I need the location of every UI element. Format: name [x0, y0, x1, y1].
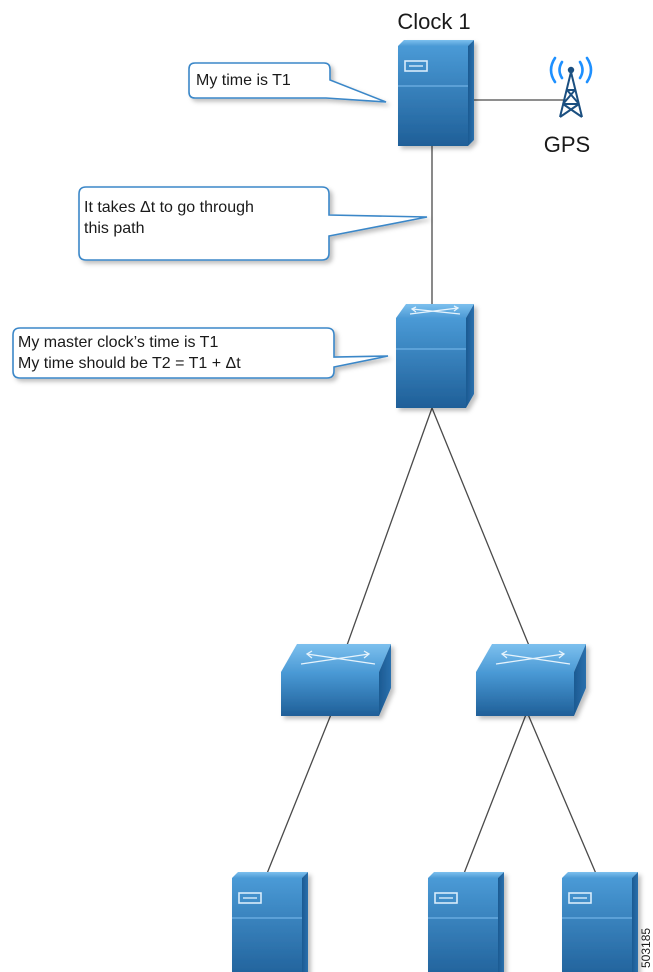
server-icon [232, 872, 308, 972]
switch-icon [396, 304, 474, 408]
links [265, 99, 598, 877]
link-right-server-b [526, 711, 598, 877]
callout-path-text: It takes Δt to go through this path [84, 197, 254, 239]
callout-clock [188, 62, 387, 103]
callout-clock-text: My time is T1 [196, 70, 291, 91]
callout-clock-line: My time is T1 [196, 72, 291, 89]
callout-path [78, 186, 428, 261]
link-switch-right [431, 407, 531, 649]
callout-switch [12, 327, 389, 379]
callout-path-line-1: It takes Δt to go through [84, 199, 254, 216]
callout-path-line-2: this path [84, 220, 145, 237]
figure-id: 503185 [639, 928, 653, 968]
clock-title: Clock 1 [397, 9, 470, 34]
callout-switch-text: My master clock’s time is T1 My time sho… [18, 332, 241, 374]
switch-icon [281, 644, 391, 716]
gps-tower-icon [549, 56, 593, 118]
server-icon [428, 872, 504, 972]
server-icon [562, 872, 638, 972]
switch-icon [476, 644, 586, 716]
server-icon [398, 40, 474, 146]
link-left-server [265, 711, 333, 877]
link-switch-left [345, 407, 433, 649]
link-right-server-a [462, 711, 528, 877]
callout-switch-line-1: My master clock’s time is T1 [18, 334, 219, 351]
callout-switch-line-2: My time should be T2 = T1 + Δt [18, 355, 241, 372]
gps-label: GPS [544, 132, 590, 157]
